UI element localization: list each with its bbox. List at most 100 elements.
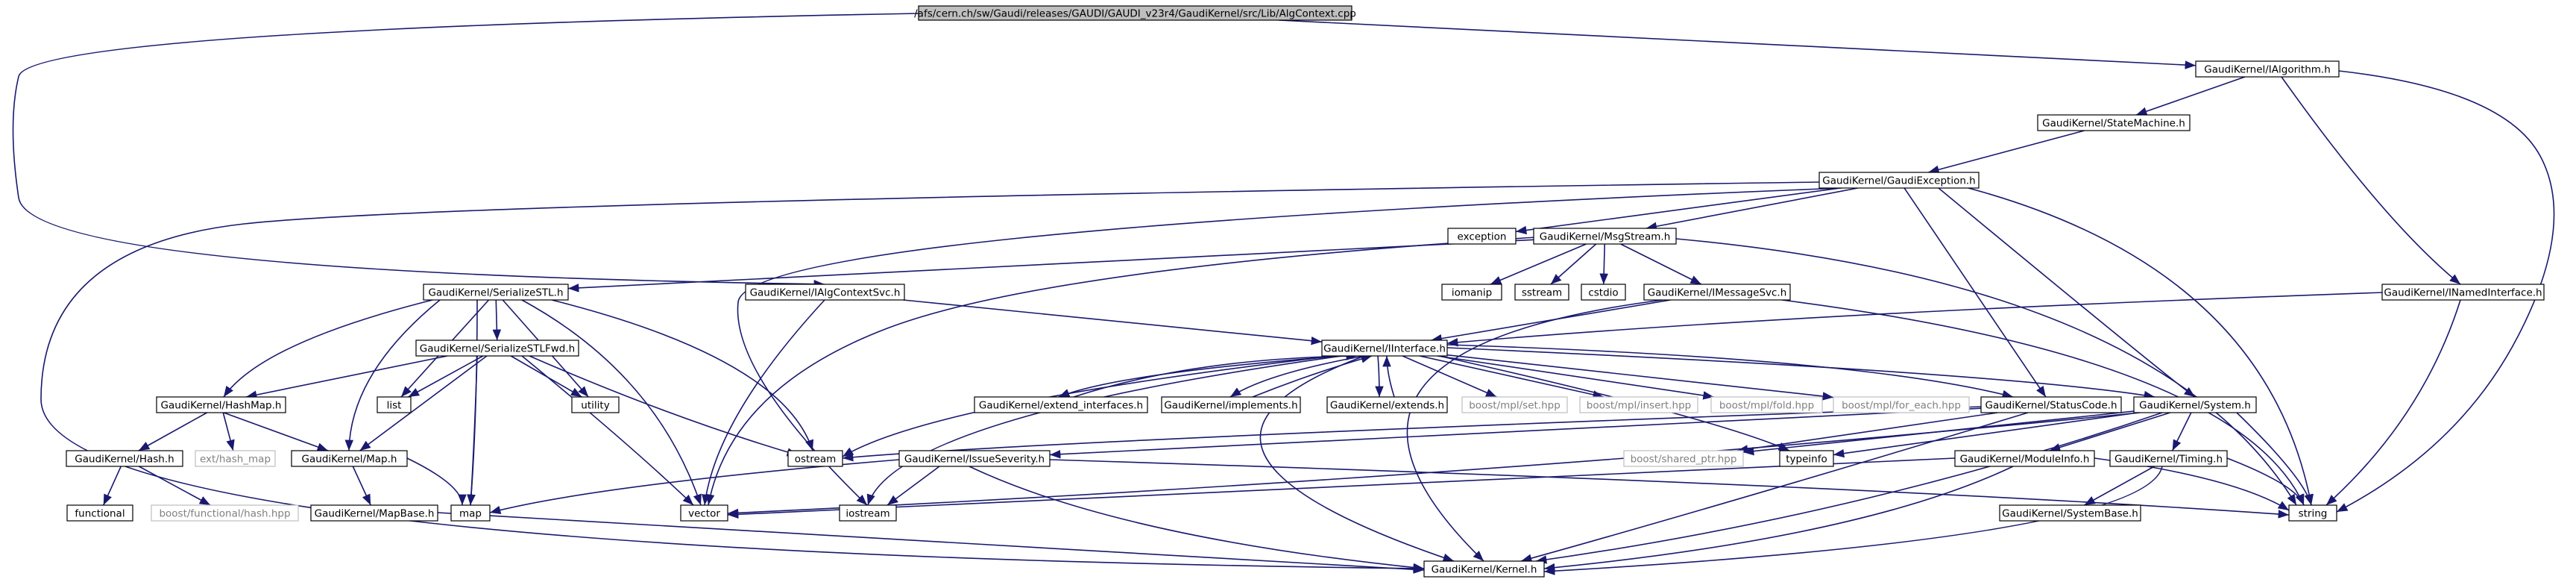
edge-hashmap-to-exthash [222,412,235,451]
node-map[interactable]: map [450,504,491,522]
edge-serstl-to-hashmap [223,299,433,398]
node-statuscode[interactable]: GaudiKernel/StatusCode.h [1980,396,2122,413]
edge-timing-to-sysbase [2084,466,2155,506]
node-sysbase[interactable]: GaudiKernel/SystemBase.h [1999,504,2141,522]
node-label: boost/shared_ptr.hpp [1631,454,1737,466]
node-serstlfwd[interactable]: GaudiKernel/SerializeSTLFwd.h [415,340,579,357]
node-vector[interactable]: vector [680,504,728,522]
node-utility[interactable]: utility [571,396,620,413]
node-label: sstream [1522,287,1562,299]
node-box [571,396,620,413]
node-box [2037,114,2191,131]
node-label: GaudiKernel/Map.h [302,454,397,466]
node-box [1833,396,1970,413]
edge-serstlfwd-to-list [408,355,484,398]
node-hash[interactable]: GaudiKernel/Hash.h [66,450,183,467]
node-kernel[interactable]: GaudiKernel/Kernel.h [1423,560,1545,578]
node-system[interactable]: GaudiKernel/System.h [2133,396,2257,413]
node-ialg[interactable]: GaudiKernel/IAlgorithm.h [2195,60,2340,78]
node-box [1441,284,1502,301]
node-label: typeinfo [1786,454,1827,466]
node-extends[interactable]: GaudiKernel/extends.h [1326,396,1448,413]
edge-gexc-to-msgstream [1646,187,1858,231]
node-box [195,450,276,467]
node-ostream[interactable]: ostream [787,450,843,467]
edge-named-to-iface [1446,292,2383,347]
node-typeinfo[interactable]: typeinfo [1779,450,1834,467]
edge-issue-to-map [489,459,900,514]
node-iostream[interactable]: iostream [839,504,897,522]
node-box [2288,504,2337,522]
edge-impl-to-iface [1252,354,1373,398]
node-label: GaudiKernel/IAlgContextSvc.h [750,287,901,299]
node-label: exception [1458,231,1507,243]
edge-serstl-to-map [467,299,478,506]
node-label: GaudiKernel/StatusCode.h [1985,400,2117,412]
node-mplforeach: boost/mpl/for_each.hpp [1833,396,1970,413]
node-string[interactable]: string [2288,504,2337,522]
node-box [2109,450,2228,467]
node-label: GaudiKernel/INamedInterface.h [2384,287,2542,299]
edge-gexc-to-iostream [737,187,1842,506]
node-label: boost/functional/hash.hpp [159,508,290,520]
node-msgstream[interactable]: GaudiKernel/MsgStream.h [1533,228,1677,245]
node-timing[interactable]: GaudiKernel/Timing.h [2109,450,2228,467]
node-ialgctx[interactable]: GaudiKernel/IAlgContextSvc.h [745,284,905,301]
node-iface[interactable]: GaudiKernel/IInterface.h [1321,340,1448,357]
node-label: GaudiKernel/StateMachine.h [2042,118,2185,130]
node-box [156,396,286,413]
node-map_h[interactable]: GaudiKernel/Map.h [291,450,408,467]
node-label: GaudiKernel/Timing.h [2114,454,2223,466]
node-label: GaudiKernel/IInterface.h [1323,343,1446,355]
node-cstdio[interactable]: cstdio [1581,284,1626,301]
edge-timing-to-kernel [1543,466,2163,575]
edge-ialg-to-string [2336,70,2555,513]
node-sstream[interactable]: sstream [1514,284,1569,301]
node-label: cstdio [1588,287,1618,299]
node-modinfo[interactable]: GaudiKernel/ModuleInfo.h [1954,450,2095,467]
edge-gexc-to-exception [1515,187,1841,235]
node-box [974,396,1148,413]
node-named[interactable]: GaudiKernel/INamedInterface.h [2381,284,2545,301]
node-box [310,504,438,522]
edge-statuscode-to-sharedptr [1736,412,1998,454]
node-box [1461,396,1568,413]
node-label: GaudiKernel/System.h [2139,400,2251,412]
node-extif[interactable]: GaudiKernel/extend_interfaces.h [974,396,1148,413]
node-issue[interactable]: GaudiKernel/IssueSeverity.h [898,450,1051,467]
node-label: GaudiKernel/MsgStream.h [1540,231,1671,243]
edge-serstlfwd-to-ostream [529,355,799,457]
node-label: GaudiKernel/ModuleInfo.h [1960,454,2090,466]
node-label: GaudiKernel/IssueSeverity.h [904,454,1045,466]
edge-hashmap-to-map_h [223,412,329,451]
node-mapbase[interactable]: GaudiKernel/MapBase.h [310,504,438,522]
edge-extif-to-iface [1073,351,1358,398]
edge-serstl-to-map_h [344,299,441,451]
node-label: GaudiKernel/Hash.h [75,454,174,466]
node-hashmap[interactable]: GaudiKernel/HashMap.h [156,396,286,413]
node-impl[interactable]: GaudiKernel/implements.h [1161,396,1301,413]
node-label: boost/mpl/for_each.hpp [1842,400,1961,412]
node-imsgsvc[interactable]: GaudiKernel/IMessageSvc.h [1643,284,1791,301]
node-label: GaudiKernel/GaudiException.h [1822,175,1975,187]
node-serstl[interactable]: GaudiKernel/SerializeSTL.h [423,284,569,301]
node-box [1710,396,1823,413]
edge-statuscode-to-issue [1049,407,1982,459]
node-iomanip[interactable]: iomanip [1441,284,1502,301]
node-root[interactable]: /afs/cern.ch/sw/Gaudi/releases/GAUDI/GAU… [914,5,1356,21]
node-box [2195,60,2340,78]
node-label: GaudiKernel/IAlgorithm.h [2204,64,2331,76]
node-functional[interactable]: functional [66,504,133,522]
edge-msgstream-to-serstl [567,239,1534,292]
node-box [377,396,412,413]
edge-timing-to-string [2226,457,2305,506]
node-box [1447,228,1517,245]
edge-system-to-typeinfo [1833,412,2139,458]
node-exception[interactable]: exception [1447,228,1517,245]
node-statem[interactable]: GaudiKernel/StateMachine.h [2037,114,2191,131]
node-list[interactable]: list [377,396,412,413]
node-gexc[interactable]: GaudiKernel/GaudiException.h [1818,172,1980,189]
edge-mapbase-to-kernel [437,512,1425,574]
edge-gexc-to-kernel [40,181,1820,573]
edge-iface-to-extends [1375,355,1384,398]
